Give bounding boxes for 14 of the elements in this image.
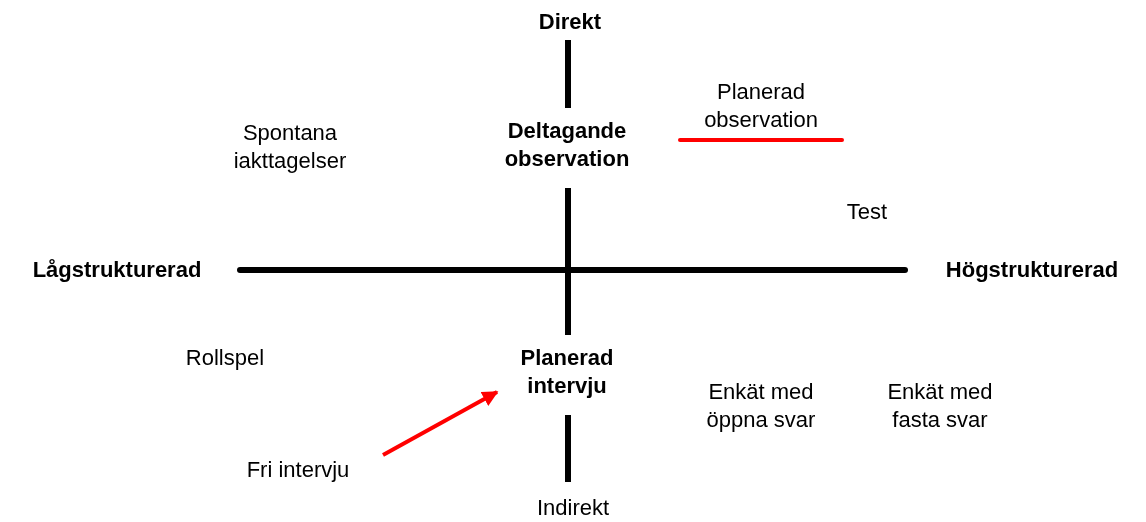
term-text: Enkät med öppna svar [705,378,817,434]
term-text: Deltagande observation [503,117,631,173]
term-text: Planerad intervju [497,344,637,400]
axis-label: Högstrukturerad [944,256,1120,284]
axis-label: Direkt [537,8,603,36]
term-text: Enkät med fasta svar [886,378,994,434]
term-text: Rollspel [184,344,266,372]
term-text: Fri intervju [213,456,383,484]
term-text: Spontana iakttagelser [232,119,348,175]
term-text: Test [845,198,889,226]
arrow [382,390,499,457]
axis-label: Indirekt [535,494,611,522]
axis-label: Lågstrukturerad [31,256,203,284]
term-text: Planerad observation [703,78,819,134]
